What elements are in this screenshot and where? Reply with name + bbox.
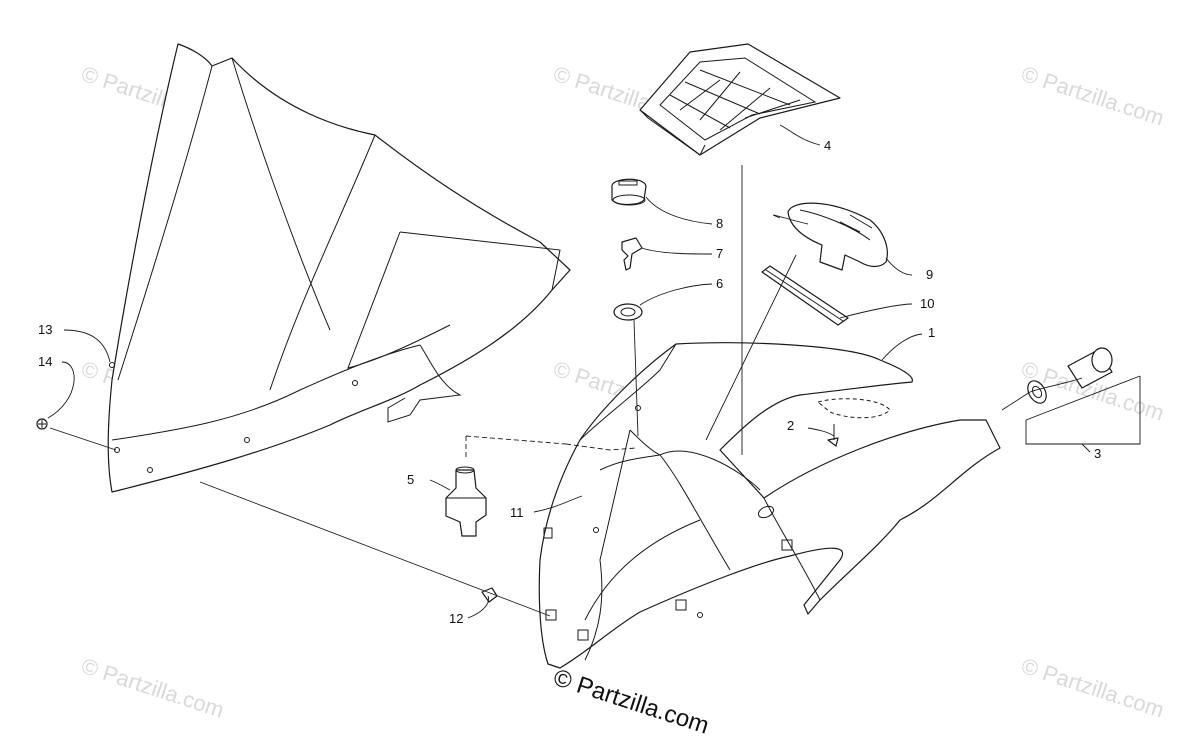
callout-2: 2: [787, 418, 794, 433]
callout-5: 5: [407, 472, 414, 487]
callout-13: 13: [38, 322, 52, 337]
callout-1: 1: [928, 325, 935, 340]
watermark: © Partzilla.com: [1018, 61, 1167, 131]
callout-12: 12: [449, 611, 463, 626]
key-cap-part: [611, 178, 647, 206]
storage-tray-part: [639, 43, 841, 156]
bezel-ring-part: [613, 303, 643, 321]
key-part: [621, 237, 643, 271]
screw-part-14: [36, 418, 48, 430]
callout-labels: 1 2 3 4 5 6 7 8 9 10 11 12 13 14: [38, 138, 1101, 626]
callout-8: 8: [716, 216, 723, 231]
seal-strip-part: [761, 265, 849, 326]
callout-6: 6: [716, 276, 723, 291]
watermark: © Partzilla.com: [1018, 653, 1167, 723]
callout-9: 9: [926, 267, 933, 282]
switch-part: [445, 466, 487, 537]
callout-10: 10: [920, 296, 934, 311]
callout-14: 14: [38, 354, 52, 369]
callout-11: 11: [510, 505, 524, 520]
copyright-text: © Partzilla.com: [550, 664, 712, 740]
watermark: © Partzilla.com: [78, 653, 227, 723]
windshield-part: [107, 43, 571, 493]
leader-lines: [47, 124, 1141, 619]
screw-part-2: [827, 424, 839, 447]
callout-3: 3: [1094, 446, 1101, 461]
callout-7: 7: [716, 246, 723, 261]
callout-4: 4: [824, 138, 831, 153]
hood-part: [538, 342, 1001, 669]
gauge-part: [787, 202, 888, 271]
